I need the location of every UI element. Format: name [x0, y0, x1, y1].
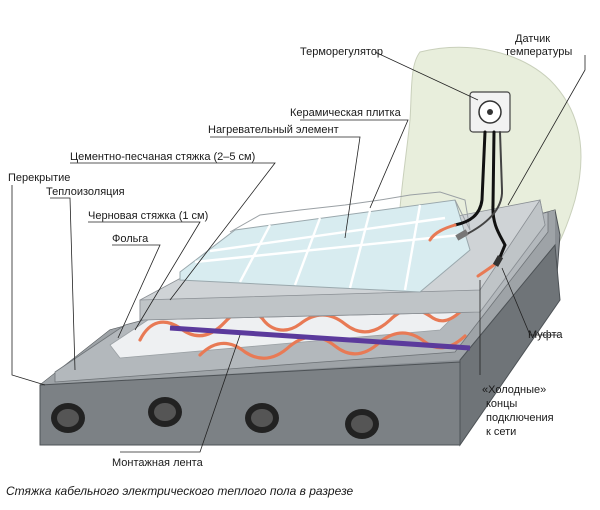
grout-line: [194, 233, 461, 264]
cold-end-cable: [491, 130, 507, 264]
cold-ends: [428, 130, 507, 278]
tile-layer: [179, 199, 471, 293]
hollow-core: [251, 409, 273, 427]
grout-line: [293, 217, 322, 286]
coupling-sleeve: [492, 255, 504, 267]
cable-to-floor: [428, 223, 457, 242]
leader-heating: [210, 136, 361, 239]
label-rough-screed: Черновая стяжка (1 см): [88, 210, 208, 222]
leader-screed: [70, 162, 276, 301]
label-heating-element: Нагревательный элемент: [208, 124, 339, 136]
slab-hollow-cores: [51, 397, 379, 439]
label-tile: Керамическая плитка: [290, 107, 402, 119]
label-sensor-2: температуры: [505, 46, 572, 58]
sensor-cable: [464, 131, 504, 236]
hollow-core: [57, 409, 79, 427]
leader-foil: [112, 244, 161, 339]
screed-top-rough: [229, 191, 471, 233]
label-cold-ends-4: к сети: [486, 426, 516, 438]
thermostat: [469, 91, 511, 133]
leader-sensor: [507, 55, 586, 206]
label-cold-ends-2: концы: [486, 398, 517, 410]
cable-loop: [198, 331, 467, 360]
cold-end-cable: [453, 130, 487, 227]
label-sensor-1: Датчик: [515, 33, 550, 45]
grout-line: [238, 224, 272, 283]
leader-coupling: [501, 267, 560, 336]
label-slab: Перекрытие: [8, 172, 70, 184]
hollow-core: [351, 415, 373, 433]
label-mounting-tape: Монтажная лента: [112, 457, 204, 469]
label-screed: Цементно-песчаная стяжка (2–5 см): [70, 151, 255, 163]
thermostat-dial-center: [487, 109, 493, 115]
label-insulation: Теплоизоляция: [46, 186, 125, 198]
leader-thermostat: [374, 51, 479, 101]
label-cold-ends-3: подключения: [486, 412, 554, 424]
leader-rough: [88, 221, 201, 331]
hollow-core: [154, 403, 176, 421]
temperature-sensor-probe: [455, 229, 469, 241]
grout-line: [348, 210, 372, 289]
label-cold-ends-1: «Холодные»: [482, 384, 546, 396]
leader-slab: [11, 185, 46, 386]
mounting-tape: [169, 325, 471, 351]
tile-grout: [194, 204, 461, 291]
grout-line: [209, 216, 446, 253]
leader-insulation: [50, 197, 76, 371]
label-thermostat: Терморегулятор: [300, 46, 383, 58]
grout-line: [403, 204, 422, 291]
figure-caption: Стяжка кабельного электрического теплого…: [6, 484, 354, 498]
leader-lines: [11, 51, 586, 453]
leader-tape: [120, 334, 241, 453]
leader-tile: [300, 119, 409, 209]
label-foil: Фольга: [112, 233, 149, 245]
label-coupling: Муфта: [528, 329, 563, 341]
